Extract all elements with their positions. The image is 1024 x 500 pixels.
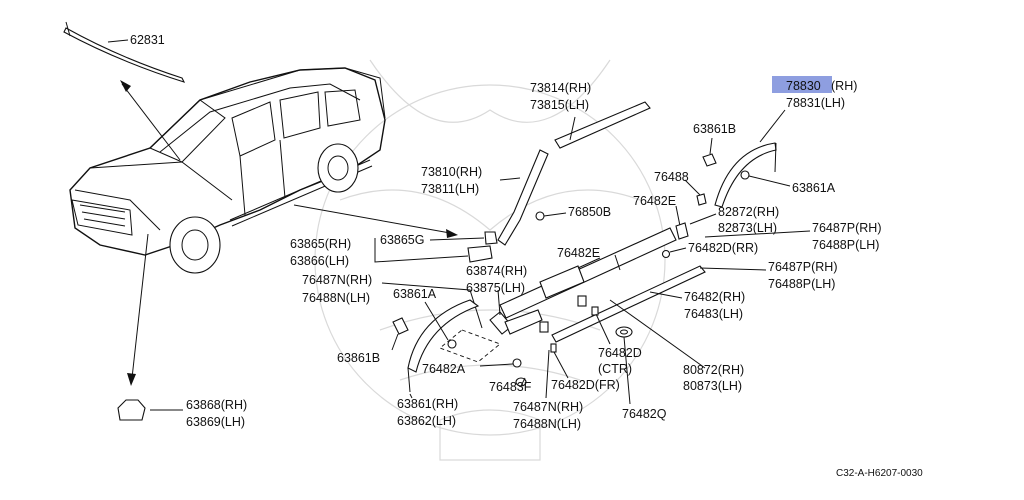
label-73810: 73810(RH): [421, 165, 482, 179]
label-63866: 63866(LH): [290, 254, 349, 268]
label-76488P-b: 76488P(LH): [768, 277, 835, 291]
part-63868: 63868(RH) 63869(LH): [117, 398, 247, 429]
part-80872: 80872(RH) 80873(LH): [609, 299, 744, 393]
label-63865: 63865(RH): [290, 237, 351, 251]
label-76482Q: 76482Q: [622, 407, 667, 421]
label-82872: 82872(RH): [718, 205, 779, 219]
label-76487N-b: 76487N(RH): [513, 400, 583, 414]
part-76482D-rr: 76482D(RR): [661, 241, 758, 259]
part-63861A-right: 63861A: [740, 170, 836, 195]
part-73814: 73814(RH) 73815(LH): [530, 81, 651, 149]
watermark-emblem: [314, 59, 666, 461]
part-63861B-top: 63861B: [693, 122, 736, 167]
label-76482E-a: 76482E: [633, 194, 676, 208]
highlight-78830: [772, 76, 832, 93]
label-76850B: 76850B: [568, 205, 611, 219]
part-76482Q: 76482Q: [615, 326, 667, 421]
part-63865G: 63865G 63865(RH) 63866(LH): [290, 231, 498, 268]
label-76488N-b: 76488N(LH): [513, 417, 581, 431]
label-76482D-fr: 76482D(FR): [551, 378, 620, 392]
part-sill-lower: 76487P(RH) 76488P(LH) 76482(RH) 76483(LH…: [551, 260, 837, 343]
label-73814: 73814(RH): [530, 81, 591, 95]
label-63862: 63862(LH): [397, 414, 456, 428]
label-76488N-a: 76488N(LH): [302, 291, 370, 305]
label-73815: 73815(LH): [530, 98, 589, 112]
part-76487N-b: 76487N(RH) 76488N(LH): [513, 349, 583, 431]
part-82872: 82872(RH) 82873(LH): [675, 205, 779, 240]
arrows: [120, 80, 458, 386]
diagram-code: C32-A-H6207-0030: [836, 468, 923, 479]
label-80872: 80872(RH): [683, 363, 744, 377]
part-63861: 63861(RH) 63862(LH): [397, 299, 480, 428]
part-73810: 73810(RH) 73811(LH): [421, 149, 549, 246]
label-63874: 63874(RH): [466, 264, 527, 278]
label-63861B-left: 63861B: [337, 351, 380, 365]
label-82873: 82873(LH): [718, 221, 777, 235]
label-63861: 63861(RH): [397, 397, 458, 411]
label-63869: 63869(LH): [186, 415, 245, 429]
label-76487P-a: 76487P(RH): [812, 221, 881, 235]
part-76482D-fr: 76482D(FR): [551, 351, 620, 392]
part-76488: 76488: [654, 170, 707, 206]
part-78830: 78830 (RH) 78831(LH): [714, 76, 857, 208]
label-73811: 73811(LH): [421, 182, 479, 196]
label-76487N-a: 76487N(RH): [302, 273, 372, 287]
part-clip-group: 76482A 76483F: [422, 329, 532, 394]
label-78830: 78830: [786, 79, 821, 93]
label-76483-lh: 76483(LH): [684, 307, 743, 321]
part-76482D-ctr: 76482D (CTR): [595, 313, 642, 376]
label-63865G: 63865G: [380, 233, 424, 247]
label-63868: 63868(RH): [186, 398, 247, 412]
label-78830-side: (RH): [831, 79, 857, 93]
part-63874: 63874(RH) 63875(LH): [466, 264, 543, 335]
label-76488: 76488: [654, 170, 689, 184]
label-63861A-right: 63861A: [792, 181, 836, 195]
part-63861A-left: 63861A: [393, 287, 457, 349]
label-76482A: 76482A: [422, 362, 466, 376]
sill-clips: [539, 295, 599, 353]
part-76850B: 76850B: [535, 205, 611, 221]
label-76482D-ctr-b: (CTR): [598, 362, 632, 376]
part-76487P-a: 76487P(RH) 76488P(LH): [704, 221, 881, 252]
label-76482-rh: 76482(RH): [684, 290, 745, 304]
label-76483F: 76483F: [489, 380, 532, 394]
part-76482E-top: 76482E: [633, 194, 681, 227]
label-78831: 78831(LH): [786, 96, 845, 110]
part-63861B-left: 63861B: [337, 317, 409, 365]
label-80873: 80873(LH): [683, 379, 742, 393]
label-76482E-b: 76482E: [557, 246, 600, 260]
car-illustration: [69, 67, 386, 274]
label-76487P-b: 76487P(RH): [768, 260, 837, 274]
label-76482D-rr: 76482D(RR): [688, 241, 758, 255]
label-63861A-left: 63861A: [393, 287, 437, 301]
label-63875: 63875(LH): [466, 281, 525, 295]
part-sill-upper: 76482E: [499, 227, 677, 319]
part-62831: 62831: [63, 21, 186, 83]
label-63861B-top: 63861B: [693, 122, 736, 136]
part-76487N-a: 76487N(RH) 76488N(LH): [302, 273, 483, 329]
label-76488P-a: 76488P(LH): [812, 238, 879, 252]
label-62831: 62831: [130, 33, 165, 47]
label-76482D-ctr-a: 76482D: [598, 346, 642, 360]
